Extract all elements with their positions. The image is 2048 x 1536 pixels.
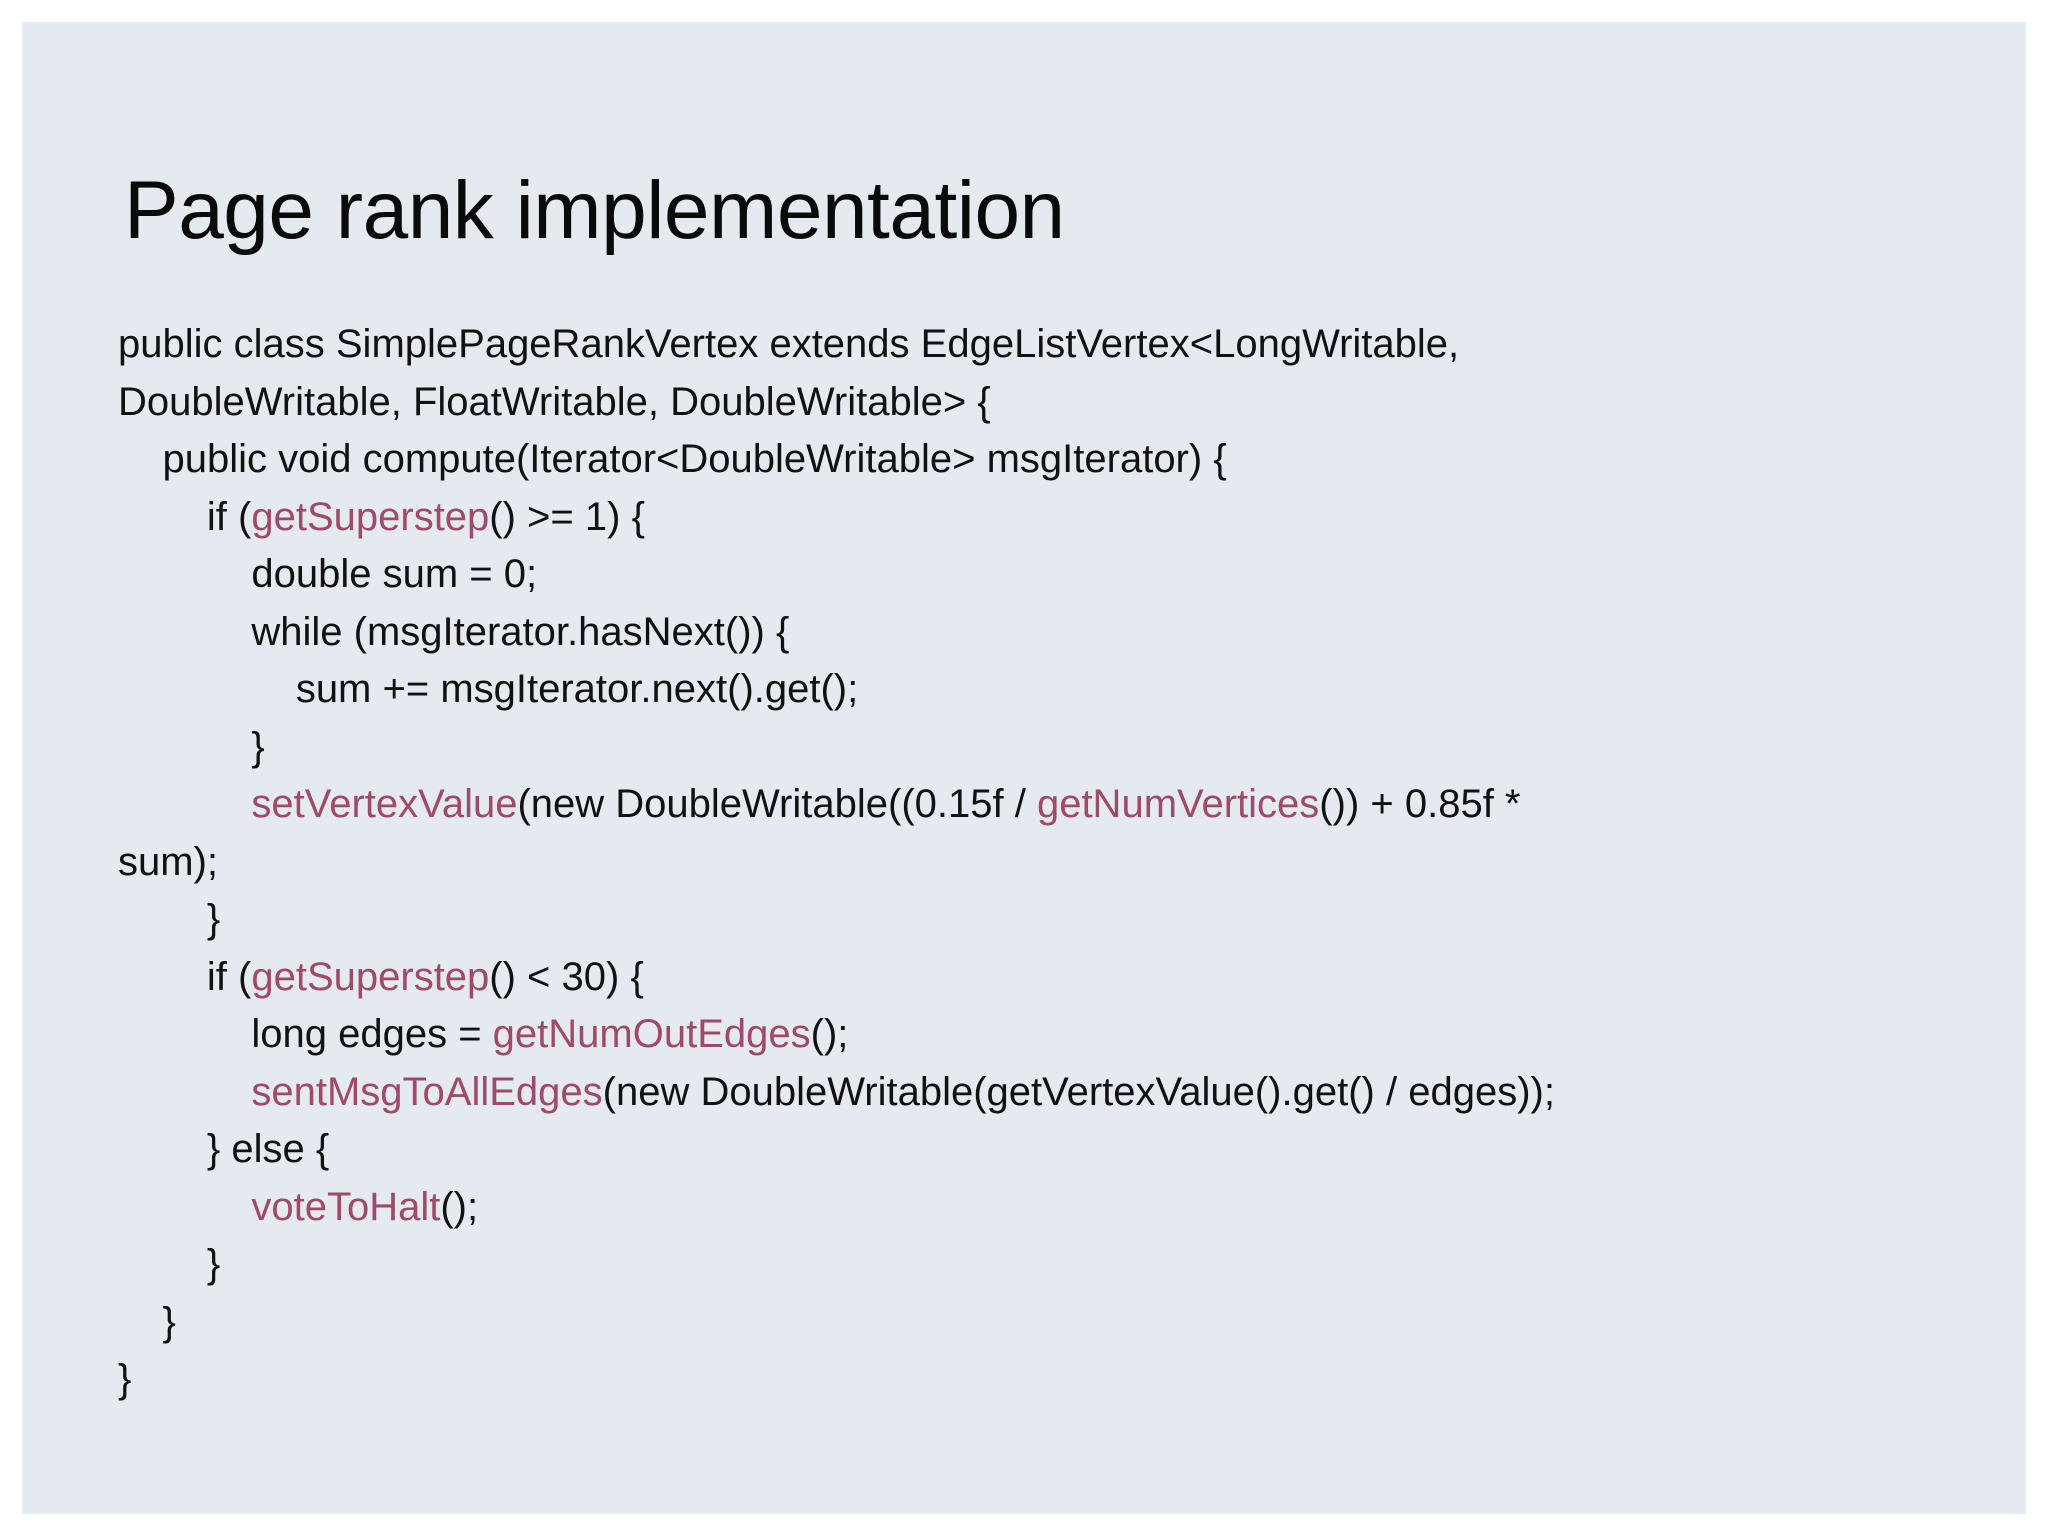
code-indent xyxy=(118,1300,162,1344)
code-text: (new DoubleWritable((0.15f / xyxy=(517,782,1037,826)
code-indent xyxy=(118,955,207,999)
code-indent xyxy=(118,1012,251,1056)
code-text: } xyxy=(162,1299,176,1344)
code-text: if ( xyxy=(206,494,252,539)
code-text: (); xyxy=(810,1012,849,1056)
code-indent xyxy=(118,437,162,481)
code-text: long edges = xyxy=(251,1012,493,1056)
code-line: } xyxy=(118,719,1998,777)
code-text: () >= 1) { xyxy=(489,494,645,539)
code-text: public void compute(Iterator<DoubleWrita… xyxy=(162,437,1227,481)
code-text: } xyxy=(251,724,265,769)
code-text: } else { xyxy=(206,1127,330,1171)
code-line: DoubleWritable, FloatWritable, DoubleWri… xyxy=(118,374,1998,432)
code-indent xyxy=(118,1242,207,1286)
code-api-token: getNumVertices xyxy=(1036,782,1320,826)
slide-canvas: Page rank implementation public class Si… xyxy=(22,22,2026,1514)
code-line: double sum = 0; xyxy=(118,546,1998,604)
code-line: } xyxy=(118,1294,1998,1352)
code-api-token: sentMsgToAllEdges xyxy=(251,1069,603,1114)
code-text: () < 30) { xyxy=(489,954,644,999)
code-indent xyxy=(118,1070,251,1114)
code-line: } xyxy=(118,1236,1998,1294)
code-indent xyxy=(118,725,251,769)
code-indent xyxy=(118,782,251,826)
code-indent xyxy=(118,667,296,711)
code-indent xyxy=(118,552,251,596)
code-line: if (getSuperstep() >= 1) { xyxy=(118,489,1998,547)
code-line: } xyxy=(118,1351,1998,1409)
code-text: } xyxy=(206,1242,221,1286)
code-line: sentMsgToAllEdges(new DoubleWritable(get… xyxy=(118,1064,1998,1122)
code-api-token: setVertexValue xyxy=(251,782,518,826)
code-indent xyxy=(118,1127,207,1171)
code-api-token: voteToHalt xyxy=(251,1184,441,1229)
code-line: setVertexValue(new DoubleWritable((0.15f… xyxy=(118,776,1998,834)
code-line: while (msgIterator.hasNext()) { xyxy=(118,604,1998,662)
code-text: while (msgIterator.hasNext()) { xyxy=(251,609,790,654)
code-text: (); xyxy=(440,1184,479,1229)
code-text: sum += msgIterator.next().get(); xyxy=(295,667,859,711)
code-indent xyxy=(118,495,207,539)
code-text: public class SimplePageRankVertex extend… xyxy=(118,322,1460,366)
code-indent xyxy=(118,897,207,941)
code-text: } xyxy=(118,1357,132,1401)
code-indent xyxy=(118,1185,251,1229)
code-text: (new DoubleWritable(getVertexValue().get… xyxy=(602,1069,1555,1114)
code-text: DoubleWritable, FloatWritable, DoubleWri… xyxy=(118,379,991,424)
code-api-token: getNumOutEdges xyxy=(492,1012,811,1056)
page-title: Page rank implementation xyxy=(124,164,1065,256)
code-text: if ( xyxy=(206,954,252,999)
code-line: sum += msgIterator.next().get(); xyxy=(118,661,1998,719)
code-line: voteToHalt(); xyxy=(118,1179,1998,1237)
code-line: long edges = getNumOutEdges(); xyxy=(118,1006,1998,1064)
code-line: if (getSuperstep() < 30) { xyxy=(118,949,1998,1007)
code-line: sum); xyxy=(118,834,1998,892)
code-text: double sum = 0; xyxy=(251,552,538,596)
code-indent xyxy=(118,610,251,654)
code-line: } else { xyxy=(118,1121,1998,1179)
code-text: sum); xyxy=(118,839,218,884)
code-line: public class SimplePageRankVertex extend… xyxy=(118,316,1998,374)
code-line: public void compute(Iterator<DoubleWrita… xyxy=(118,431,1998,489)
code-api-token: getSuperstep xyxy=(251,954,490,999)
code-text: } xyxy=(206,897,221,941)
code-text: ()) + 0.85f * xyxy=(1319,782,1521,826)
code-listing: public class SimplePageRankVertex extend… xyxy=(118,316,1998,1409)
code-api-token: getSuperstep xyxy=(251,494,490,539)
code-line: } xyxy=(118,891,1998,949)
